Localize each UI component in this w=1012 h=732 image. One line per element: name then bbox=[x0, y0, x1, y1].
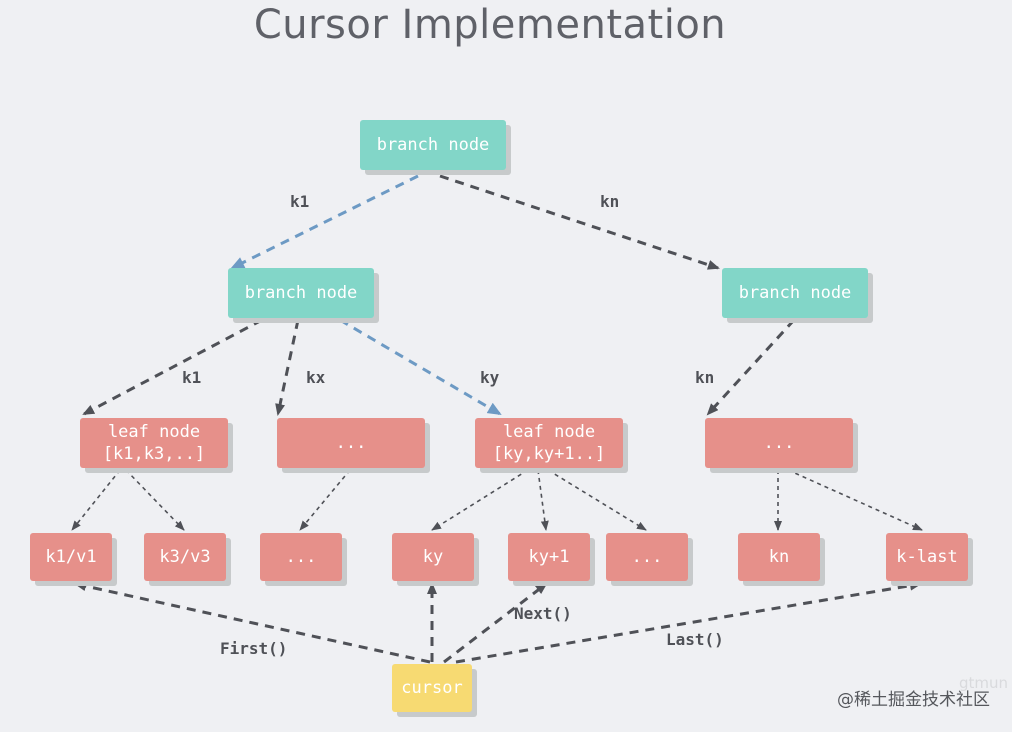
edge-next bbox=[443, 582, 548, 664]
leaf-node-1: leaf node [k1,k3,..] bbox=[80, 418, 228, 468]
kv-node-ky-label: ky bbox=[422, 547, 444, 567]
leaf-node-1-title: leaf node bbox=[107, 422, 201, 442]
cursor-node-label: cursor bbox=[401, 678, 463, 698]
edge-bl-kx bbox=[275, 319, 300, 416]
label-root-kn: kn bbox=[600, 192, 620, 211]
label-last: Last() bbox=[666, 630, 724, 649]
edge-bl-ky bbox=[339, 318, 502, 416]
label-br-kn: kn bbox=[695, 368, 715, 387]
leaf-node-4: ... bbox=[705, 418, 853, 468]
edge-br-kn bbox=[706, 318, 796, 416]
edge-root-k1 bbox=[230, 174, 419, 270]
edge-last bbox=[455, 580, 922, 664]
root-branch-node-label: branch node bbox=[376, 135, 490, 155]
kv-node-k3-label: k3/v3 bbox=[159, 547, 211, 567]
kv-node-ky1-label: ky+1 bbox=[528, 547, 570, 567]
kv-node-ky1: ky+1 bbox=[508, 533, 590, 581]
label-first: First() bbox=[220, 639, 288, 658]
watermark-background-text: gtmun bbox=[958, 674, 1008, 692]
edge-root-kn bbox=[439, 174, 720, 270]
kv-node-dots-1-label: ... bbox=[285, 547, 317, 567]
leaf-node-2: ... bbox=[277, 418, 425, 468]
kv-node-dots-1: ... bbox=[260, 533, 342, 581]
branch-node-right: branch node bbox=[722, 268, 868, 318]
leaf-node-3-keys: [ky,ky+1..] bbox=[492, 444, 606, 464]
kv-node-klast-label: k-last bbox=[896, 547, 958, 567]
label-bl-ky: ky bbox=[480, 368, 500, 387]
edge-bl-k1 bbox=[82, 318, 263, 416]
kv-node-dots-2: ... bbox=[606, 533, 688, 581]
diagram-title: Cursor Implementation bbox=[253, 2, 727, 48]
leaf-node-3: leaf node [ky,ky+1..] bbox=[475, 418, 623, 468]
edge-leaf3-dots bbox=[547, 469, 647, 531]
cursor-node: cursor bbox=[392, 664, 472, 712]
edge-leaf4-klast bbox=[787, 469, 923, 531]
label-bl-kx: kx bbox=[306, 368, 326, 387]
branch-node-left: branch node bbox=[228, 268, 374, 318]
kv-node-dots-2-label: ... bbox=[631, 547, 663, 567]
edge-leaf1-k1 bbox=[71, 469, 121, 531]
edge-first bbox=[74, 581, 431, 664]
kv-node-kn-label: kn bbox=[768, 547, 790, 567]
edge-leaf2-dots bbox=[299, 469, 351, 531]
edge-leaf3-ky1 bbox=[537, 469, 549, 531]
edge-leaf1-k3 bbox=[125, 469, 185, 531]
label-root-k1: k1 bbox=[290, 192, 310, 211]
watermark: @稀土掘金技术社区 bbox=[837, 690, 990, 710]
leaf-node-2-label: ... bbox=[335, 433, 367, 453]
kv-node-klast: k-last bbox=[886, 533, 968, 581]
label-bl-k1: k1 bbox=[182, 368, 202, 387]
leaf-node-4-label: ... bbox=[763, 433, 795, 453]
root-branch-node: branch node bbox=[360, 120, 506, 170]
kv-node-k1-label: k1/v1 bbox=[45, 547, 97, 567]
kv-node-k3: k3/v3 bbox=[144, 533, 226, 581]
kv-node-k1: k1/v1 bbox=[30, 533, 112, 581]
branch-node-right-label: branch node bbox=[738, 283, 852, 303]
label-next: Next() bbox=[514, 604, 572, 623]
branch-node-left-label: branch node bbox=[244, 283, 358, 303]
leaf-node-1-keys: [k1,k3,..] bbox=[102, 444, 206, 464]
edge-leaf3-ky bbox=[431, 469, 529, 531]
leaf-node-3-title: leaf node bbox=[502, 422, 596, 442]
kv-node-kn: kn bbox=[738, 533, 820, 581]
kv-node-ky: ky bbox=[392, 533, 474, 581]
